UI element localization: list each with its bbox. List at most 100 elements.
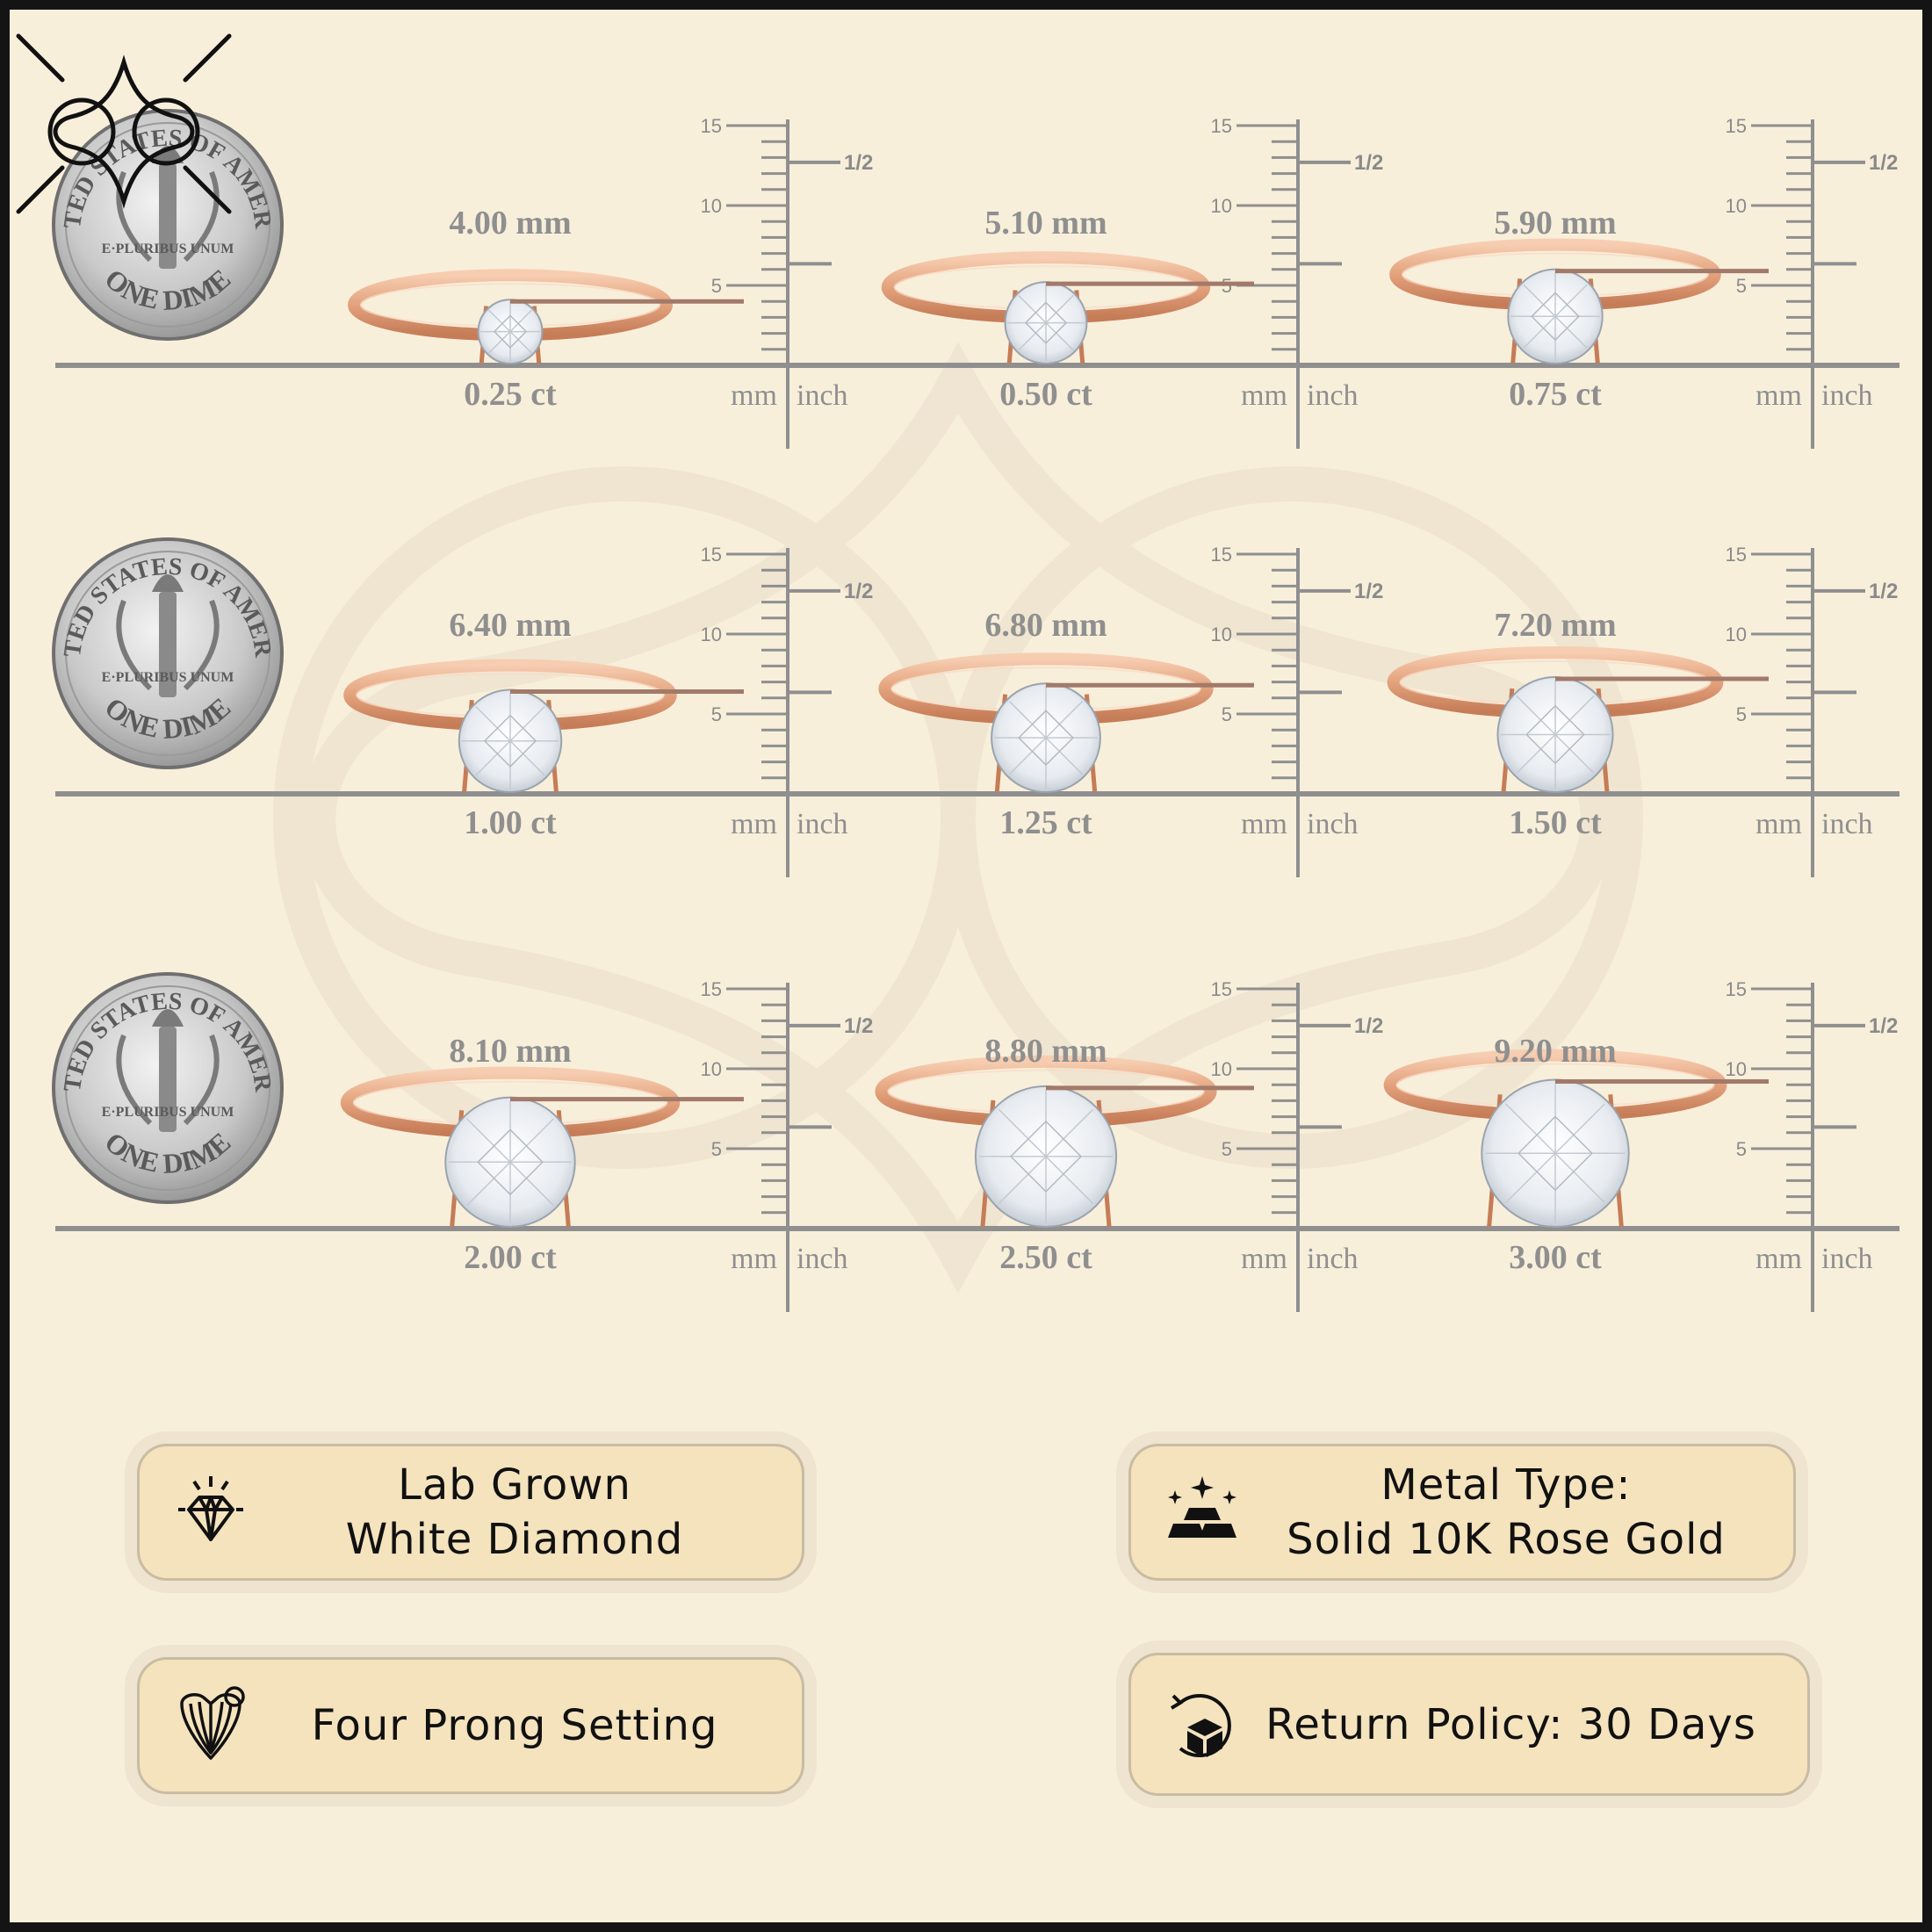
unit-inch-label: inch (797, 379, 848, 412)
carat-label: 2.50 ct (999, 1239, 1092, 1276)
feature-card-returns: Return Policy: 30 Days (1128, 1653, 1810, 1796)
stone-size-label: 5.10 mm (984, 205, 1107, 242)
stone-size-label: 8.80 mm (984, 1033, 1107, 1070)
stone-size-label: 4.00 mm (449, 205, 571, 242)
ruler-label-10: 10 (1211, 624, 1232, 645)
diamond-facet (1554, 284, 1588, 317)
ring (878, 652, 1214, 793)
prong-setting-icon (180, 1686, 245, 1760)
ruler-label-10: 10 (701, 195, 722, 217)
ruler-label-5: 5 (1736, 1138, 1747, 1160)
diamond-facet (1505, 1152, 1556, 1204)
half-inch-label: 1/2 (1869, 1014, 1898, 1038)
ruler-label-15: 15 (1726, 544, 1747, 566)
diamond-facet (998, 1156, 1047, 1205)
diamond-facet (1045, 1156, 1094, 1205)
half-inch-label: 1/2 (1354, 1014, 1383, 1038)
torch-flame-icon (152, 1009, 184, 1027)
feature-card-stone: Lab Grown White Diamond (137, 1444, 804, 1581)
torch-icon (159, 592, 177, 697)
ruler-label-15: 15 (1211, 544, 1232, 566)
ruler-label-5: 5 (711, 1138, 722, 1160)
carat-label: 0.50 ct (999, 376, 1092, 413)
dime-motto: E·PLURIBUS UNUM (102, 670, 234, 685)
ruler-label-5: 5 (711, 275, 722, 297)
ring (348, 269, 673, 365)
diamond-facet (1516, 733, 1556, 775)
unit-inch-label: inch (1307, 1243, 1359, 1275)
diamond-facet (509, 331, 532, 354)
diamond-facet (1554, 1103, 1605, 1154)
ring (881, 251, 1211, 364)
dime-inner-ring (65, 122, 270, 328)
dime-motto: E·PLURIBUS UNUM (102, 242, 234, 256)
diamond-facet (1045, 1108, 1094, 1157)
carat-label: 0.25 ct (464, 376, 557, 413)
unit-inch-label: inch (1307, 808, 1359, 840)
ring (1389, 238, 1721, 364)
stone-size-label: 6.40 mm (449, 607, 571, 644)
diamond-facet (509, 706, 545, 742)
ring (875, 1055, 1217, 1229)
feature-card-setting: Four Prong Setting (137, 1657, 804, 1794)
diamond-facet (1523, 315, 1556, 349)
diamond-table (1531, 292, 1580, 342)
unit-inch-label: inch (797, 808, 848, 840)
diamond-table (1017, 710, 1075, 767)
ruler-label-15: 15 (701, 544, 722, 566)
diamond-table (493, 314, 528, 349)
diamond-facet (1045, 701, 1084, 739)
carat-label: 1.50 ct (1509, 804, 1602, 841)
stone-size-label: 7.20 mm (1494, 607, 1616, 644)
stone-size-label: 5.90 mm (1494, 205, 1616, 242)
ruler-label-10: 10 (701, 1058, 722, 1080)
unit-mm-label: mm (731, 1243, 777, 1275)
torch-flame-icon (152, 574, 184, 592)
unit-mm-label: mm (1241, 808, 1287, 840)
unit-mm-label: mm (1241, 379, 1287, 412)
diamond-facet (1045, 322, 1074, 351)
carat-label: 1.00 ct (464, 804, 557, 841)
stone-size-label: 6.80 mm (984, 607, 1107, 644)
diamond-icon (178, 1476, 243, 1541)
diamond-facet (1554, 1152, 1605, 1204)
ring (343, 659, 677, 794)
diamond-facet (509, 1118, 555, 1163)
diamond-facet (1554, 695, 1595, 736)
feature-card-metal: Metal Type: Solid 10K Rose Gold (1128, 1444, 1796, 1581)
ring (340, 1066, 681, 1229)
diamond-facet (465, 1161, 511, 1207)
ruler-label-5: 5 (1736, 703, 1747, 725)
unit-inch-label: inch (1821, 379, 1873, 412)
half-inch-label: 1/2 (1869, 151, 1898, 175)
diamond-facet (1516, 695, 1556, 736)
carat-label: 0.75 ct (1509, 376, 1602, 413)
ruler-label-15: 15 (1726, 978, 1747, 1000)
carat-label: 3.00 ct (1509, 1239, 1602, 1276)
diamond-facet (488, 331, 511, 354)
diamond-facet (509, 1161, 555, 1207)
ruler-label-5: 5 (711, 703, 722, 725)
feature-stone-line2: White Diamond (345, 1515, 684, 1564)
ruler-label-15: 15 (1211, 115, 1232, 137)
half-inch-label: 1/2 (844, 151, 873, 175)
ruler-label-5: 5 (1222, 1138, 1232, 1160)
stone-size-label: 9.20 mm (1494, 1033, 1616, 1070)
ruler-label-15: 15 (1211, 978, 1232, 1000)
diamond-facet (475, 740, 511, 776)
oak-branch-icon (183, 1034, 220, 1126)
dime-inner-ring (65, 551, 270, 756)
stone-size-label: 8.10 mm (449, 1033, 571, 1070)
half-inch-label: 1/2 (844, 1014, 873, 1038)
torch-icon (159, 163, 177, 269)
oak-branch-icon (183, 599, 220, 691)
diamond-facet (1554, 733, 1595, 775)
olive-branch-icon (116, 170, 153, 263)
ruler-label-10: 10 (701, 624, 722, 645)
diamond-facet (1008, 737, 1047, 775)
